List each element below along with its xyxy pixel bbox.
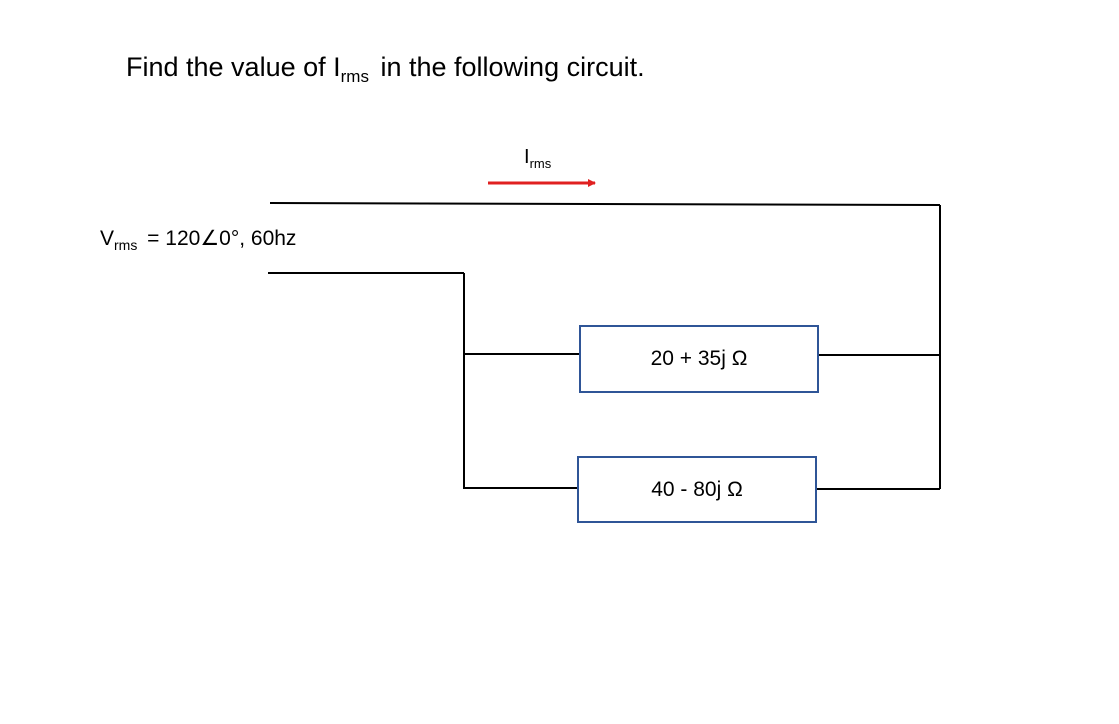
impedance-box-1: 20 + 35j Ω <box>579 325 819 393</box>
question-subscript: rms <box>340 67 369 86</box>
impedance-label-1: 20 + 35j Ω <box>650 347 748 370</box>
impedance-box-2: 40 - 80j Ω <box>577 456 817 523</box>
source-subscript: rms <box>114 237 138 253</box>
source-symbol: V <box>100 227 115 250</box>
question-prefix: Find the value of I <box>126 52 341 82</box>
current-subscript: rms <box>529 156 552 171</box>
top-wire <box>269 202 941 206</box>
source-label: Vrms = 120∠0°, 60hz <box>100 226 297 253</box>
question-suffix: in the following circuit. <box>372 52 645 82</box>
current-symbol: I <box>524 146 530 168</box>
impedance-label-2: 40 - 80j Ω <box>651 477 743 501</box>
current-label: Irms <box>524 146 552 171</box>
source-value: = 120∠0°, 60hz <box>141 227 297 250</box>
question-text: Find the value of Irms in the following … <box>126 50 645 88</box>
